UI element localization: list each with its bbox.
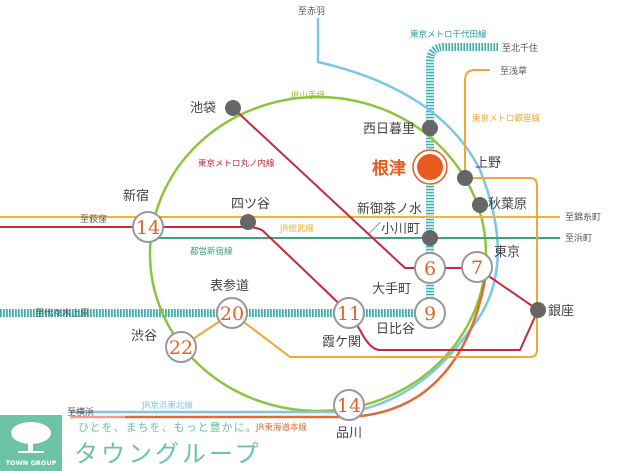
logo-name: TOWN GROUP xyxy=(5,459,57,467)
label-keihin-tohoku: JR京浜東北線 xyxy=(141,400,193,411)
badge-shinagawa: 14 xyxy=(333,389,365,421)
label-chiyoda: 東京メトロ千代田線 xyxy=(410,29,487,40)
station-dot-ginza[interactable] xyxy=(530,302,546,318)
station-ueno: 上野 xyxy=(475,156,501,171)
dir-ogikubo: 至荻窪 xyxy=(80,213,107,225)
logo-brand: タウングループ xyxy=(74,440,262,468)
dir-akabane: 至赤羽 xyxy=(298,6,325,17)
station-dot-yotsuya[interactable] xyxy=(240,214,256,230)
minutes-otemachi: 6 xyxy=(424,258,436,280)
station-shinjuku: 新宿 xyxy=(123,188,149,204)
chiyoda-line xyxy=(0,43,498,317)
minutes-shibuya: 22 xyxy=(169,337,193,359)
keihin-tohoku-line xyxy=(70,18,500,414)
ginza-line xyxy=(180,69,538,358)
minutes-omotesando: 20 xyxy=(220,303,244,325)
dir-yokohama: 至横浜 xyxy=(67,406,94,418)
station-shinagawa: 品川 xyxy=(336,426,362,441)
badge-shibuya: 22 xyxy=(165,331,197,363)
station-hibiya: 日比谷 xyxy=(376,322,415,337)
badge-otemachi: 6 xyxy=(414,252,446,284)
station-nishinippori: 西日暮里 xyxy=(363,122,415,137)
station-dot-ikebukuro[interactable] xyxy=(225,100,241,116)
station-kasumigaseki: 霞ケ関 xyxy=(322,335,361,350)
tree-icon xyxy=(11,422,51,453)
label-tokaido: JR東海道本線 xyxy=(255,422,307,433)
minute-badges: 14 20 22 11 6 9 7 14 xyxy=(132,211,493,421)
label-ginza: 東京メトロ銀座線 xyxy=(472,113,541,124)
badge-shinjuku: 14 xyxy=(132,211,164,243)
station-yotsuya: 四ツ谷 xyxy=(231,197,270,212)
badge-omotesando: 20 xyxy=(216,297,248,329)
station-nezu: 根津 xyxy=(372,158,406,179)
station-ogawamachi: ／小川町 xyxy=(368,222,420,237)
minutes-kasumigaseki: 11 xyxy=(337,303,361,325)
dir-kitasenju: 至北千住 xyxy=(502,42,538,54)
town-group-logo: TOWN GROUP xyxy=(0,415,62,471)
station-akihabara: 秋葉原 xyxy=(488,197,527,212)
station-ginza: 銀座 xyxy=(548,304,574,319)
transfer-stations xyxy=(225,100,546,318)
label-toei-shinjuku: 都営新宿線 xyxy=(190,246,233,257)
station-otemachi: 大手町 xyxy=(372,282,411,297)
station-ikebukuro: 池袋 xyxy=(190,101,216,116)
station-shibuya: 渋谷 xyxy=(131,329,157,344)
label-sobu: JR総武線 xyxy=(279,223,314,234)
minutes-shinjuku: 14 xyxy=(136,217,160,239)
station-dot-shinochanomizu[interactable] xyxy=(422,230,438,246)
station-dot-nishinippori[interactable] xyxy=(422,120,438,136)
dir-hamacho: 至浜町 xyxy=(565,233,592,244)
station-dot-ueno[interactable] xyxy=(457,170,473,186)
tokaido-line xyxy=(125,279,487,419)
nezu-station-marker[interactable] xyxy=(412,149,448,185)
dir-kinshicho: 至錦糸町 xyxy=(565,211,601,223)
minutes-hibiya: 9 xyxy=(424,303,436,325)
minutes-shinagawa: 14 xyxy=(337,395,361,417)
badge-hibiya: 9 xyxy=(414,297,446,329)
station-dot-akihabara[interactable] xyxy=(472,197,488,213)
dir-asakusa: 至浅草 xyxy=(500,65,527,77)
badge-kasumigaseki: 11 xyxy=(333,297,365,329)
station-omotesando: 表参道 xyxy=(210,278,249,294)
logo-tagline: ひとを、まちを、もっと豊かに。 xyxy=(78,421,258,434)
station-shinochanomizu: 新御茶ノ水 xyxy=(357,201,422,217)
minutes-tokyo: 7 xyxy=(471,257,483,279)
label-marunouchi: 東京メトロ丸ノ内線 xyxy=(198,158,275,169)
badge-tokyo: 7 xyxy=(461,251,493,283)
label-yamanote: JR山手線 xyxy=(290,90,325,101)
dir-yoyogiuehara: 至代々木上原 xyxy=(35,307,89,319)
station-tokyo: 東京 xyxy=(494,244,520,260)
